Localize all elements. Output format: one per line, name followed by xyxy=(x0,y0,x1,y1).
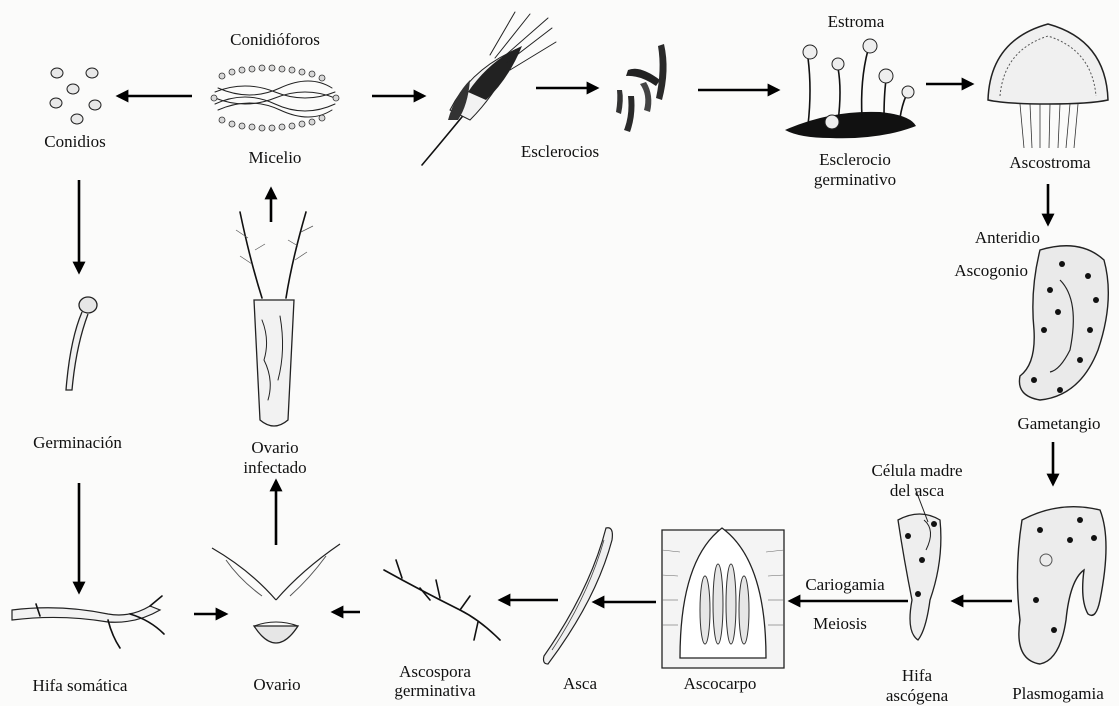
label-ascospora-germinativa-line2: germinativa xyxy=(375,681,495,700)
esclerocios-illustration xyxy=(616,44,667,132)
label-estroma: Estroma xyxy=(806,12,906,31)
label-micelio: Micelio xyxy=(220,148,330,167)
ovario-infectado-illustration xyxy=(236,212,313,426)
label-hifa-somatica: Hifa somática xyxy=(0,676,160,695)
label-plasmogamia: Plasmogamia xyxy=(998,684,1118,703)
micelio-illustration xyxy=(211,65,339,131)
label-conidioforos: Conidióforos xyxy=(205,30,345,49)
asca-illustration xyxy=(544,528,613,664)
label-celula-madre-del-asca-line2: del asca xyxy=(852,481,982,500)
conidios-illustration xyxy=(50,68,101,124)
label-ovario-infectado-line2: infectado xyxy=(220,458,330,477)
label-conidios: Conidios xyxy=(15,132,135,151)
label-anteridio: Anteridio xyxy=(940,228,1040,247)
label-meiosis: Meiosis xyxy=(790,614,890,633)
hifa-ascogena-illustration xyxy=(898,488,941,640)
label-ovario: Ovario xyxy=(230,675,324,694)
label-hifa-ascogena-line2: ascógena xyxy=(872,686,962,705)
label-esclerocios: Esclerocios xyxy=(490,142,630,161)
label-ascocarpo: Ascocarpo xyxy=(660,674,780,693)
gametangio-illustration xyxy=(1019,246,1108,400)
plasmogamia-illustration xyxy=(1017,507,1106,664)
label-hifa-ascogena-line1: Hifa xyxy=(872,666,962,685)
label-germinacion: Germinación xyxy=(5,433,150,452)
label-asca: Asca xyxy=(540,674,620,693)
germinacion-illustration xyxy=(66,297,97,390)
label-ascospora-germinativa-line1: Ascospora xyxy=(375,662,495,681)
ascocarpo-illustration xyxy=(662,528,784,668)
label-esclerocio-germinativo-line2: germinativo xyxy=(790,170,920,189)
label-ascostroma: Ascostroma xyxy=(990,153,1110,172)
ascospora-germinativa-illustration xyxy=(384,560,500,640)
label-gametangio: Gametangio xyxy=(1000,414,1118,433)
label-ovario-infectado-line1: Ovario xyxy=(220,438,330,457)
hifa-somatica-illustration xyxy=(12,596,164,648)
ascostroma-illustration xyxy=(988,24,1108,148)
label-esclerocio-germinativo-line1: Esclerocio xyxy=(790,150,920,169)
label-ascogonio: Ascogonio xyxy=(918,261,1028,280)
esclerocio-germinativo-illustration xyxy=(785,39,916,138)
label-cariogamia: Cariogamia xyxy=(790,575,900,594)
label-celula-madre-del-asca-line1: Célula madre xyxy=(852,461,982,480)
ovario-illustration xyxy=(212,544,340,643)
